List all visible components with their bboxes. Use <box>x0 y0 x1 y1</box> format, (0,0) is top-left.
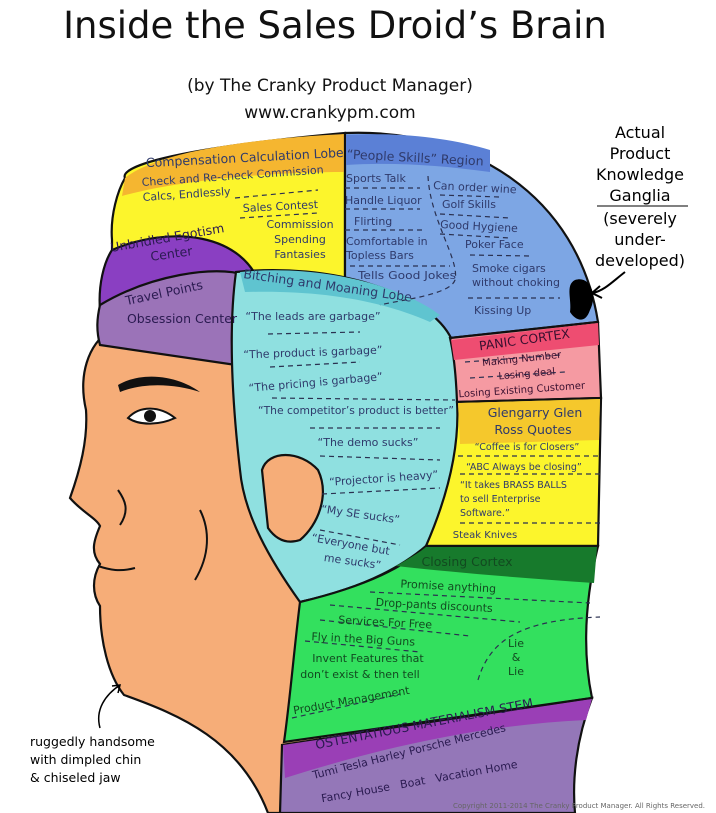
region-item: Smoke cigars <box>472 262 546 275</box>
region-item: Commission <box>266 218 333 231</box>
region-item: don’t exist & then tell <box>300 668 419 681</box>
region-item: Golf Skills <box>442 198 496 211</box>
region-item: Sports Talk <box>346 172 406 185</box>
region-item: Lie <box>508 665 524 678</box>
note-line: Knowledge <box>596 165 684 184</box>
note-line: (severely <box>603 209 677 228</box>
glengarry-labels: Glengarry Glen Ross Quotes “Coffee is fo… <box>453 405 583 541</box>
region-title: Ross Quotes <box>494 422 571 437</box>
region-item: Drop-pants discounts <box>375 596 493 615</box>
region-item: to sell Enterprise <box>460 494 541 505</box>
region-item: Can order wine <box>433 179 517 196</box>
region-item: Fly in the Big Guns <box>311 630 416 648</box>
note-line: with dimpled chin <box>30 752 141 767</box>
region-item: Tells Good Jokes <box>357 269 456 282</box>
region-item: Promise anything <box>400 578 496 596</box>
region-item: Losing deal <box>498 367 556 383</box>
region-item: Fantasies <box>274 248 326 261</box>
region-item: Comfortable in <box>346 235 428 248</box>
subtitle: (by The Cranky Product Manager) <box>187 76 473 96</box>
region-item: Lie <box>508 637 524 650</box>
region-item: “It takes BRASS BALLS <box>460 480 567 491</box>
chin-arrow <box>98 684 121 729</box>
note-line: ruggedly handsome <box>30 734 155 749</box>
note-line: Ganglia <box>609 186 670 205</box>
nose-line <box>117 489 127 526</box>
region-item: Poker Face <box>465 238 524 251</box>
region-item: Kissing Up <box>474 304 531 317</box>
page-title: Inside the Sales Droid’s Brain <box>63 4 607 47</box>
note-line: under- <box>614 230 666 249</box>
site-url: www.crankypm.com <box>244 103 415 123</box>
region-item: Calcs, Endlessly <box>142 185 231 204</box>
region-item: without choking <box>472 276 560 289</box>
note-line: & chiseled jaw <box>30 770 121 785</box>
region-item: Services For Free <box>338 614 433 632</box>
region-title: “People Skills” Region <box>346 146 484 168</box>
pupil <box>144 410 156 422</box>
stem-header <box>283 699 592 778</box>
ganglia-blob <box>569 279 594 320</box>
region-item: Handle Liquor <box>345 194 422 207</box>
closing-cortex-region <box>282 544 600 744</box>
note-line: Product <box>610 144 671 163</box>
region-item: & <box>512 651 521 664</box>
region-item: Good Hygiene <box>440 218 519 235</box>
region-item: “ABC Always be closing” <box>466 462 582 473</box>
ganglia-arrow <box>590 271 626 299</box>
note-line: Actual <box>615 123 665 142</box>
panic-cortex-header <box>451 323 599 360</box>
region-item: “The leads are garbage” <box>245 310 380 323</box>
cheek-line <box>194 509 208 581</box>
region-item: Flirting <box>354 215 392 228</box>
region-item: “Coffee is for Closers” <box>475 442 580 453</box>
chin-note: ruggedly handsome with dimpled chin & ch… <box>30 734 155 785</box>
ganglia-note: Actual Product Knowledge Ganglia (severe… <box>595 123 688 270</box>
region-item: “The competitor’s product is better” <box>258 404 454 417</box>
region-item: “The product is garbage” <box>243 344 383 362</box>
region-item: Sales Contest <box>242 198 319 215</box>
closing-cortex-header <box>396 547 597 583</box>
region-item: Invent Features that <box>312 652 424 665</box>
compensation-lobe-header <box>122 134 345 196</box>
divider-lines <box>234 175 601 719</box>
bitching-lobe-header <box>240 270 440 322</box>
people-skills-labels: “People Skills” Region Sports Talk Handl… <box>345 146 560 317</box>
region-item: Topless Bars <box>345 249 414 262</box>
glengarry-header <box>458 399 600 444</box>
region-item: Spending <box>274 233 326 246</box>
region-item: Software.” <box>460 508 510 519</box>
region-item: Steak Knives <box>453 530 517 541</box>
region-title: Glengarry Glen <box>488 405 583 420</box>
ear <box>260 454 324 543</box>
region-item: “The demo sucks” <box>318 436 419 449</box>
mouth-line <box>97 565 136 572</box>
region-title: Obsession Center <box>127 311 238 326</box>
region-title: Closing Cortex <box>422 554 513 569</box>
eyebrow <box>118 376 200 392</box>
people-skills-header <box>346 134 490 172</box>
note-line: developed) <box>595 251 685 270</box>
region-title: Center <box>149 243 194 264</box>
copyright: Copyright 2011-2014 The Cranky Product M… <box>453 802 705 810</box>
